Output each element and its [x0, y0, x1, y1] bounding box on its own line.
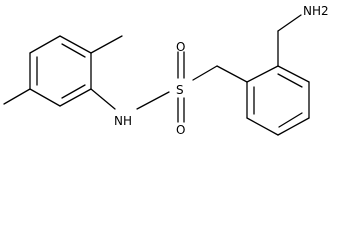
dimethylphenyl-ring	[3, 35, 123, 110]
ring-double-bond	[278, 112, 303, 128]
atom-labels: NH2 NH S O O	[114, 4, 329, 137]
n-s-bond	[136, 91, 170, 110]
sulfur-label: S	[176, 83, 184, 97]
ring-bond	[59, 35, 92, 54]
oxygen-bottom-label: O	[176, 123, 185, 137]
aryl-n-bond	[90, 88, 116, 110]
methyl-bond-left	[3, 88, 31, 105]
s-ch2-bond	[192, 65, 218, 81]
ring-bond	[277, 117, 310, 136]
sulfonamide-group	[136, 51, 248, 123]
ch2-aryl-bond	[216, 65, 248, 83]
oxygen-top-label: O	[176, 40, 185, 54]
ring-bond	[246, 117, 279, 136]
ring-double-bond	[61, 43, 86, 58]
ring-bond	[59, 88, 92, 107]
ring-bond	[29, 88, 61, 107]
sulfonamide-nh-label: NH	[114, 114, 132, 128]
ring-double-bond	[277, 73, 303, 88]
ring-bond	[29, 35, 61, 54]
structure-diagram: NH2 NH S O O	[3, 4, 329, 137]
aminomethylphenyl-ring	[246, 14, 310, 136]
amine-label: NH2	[303, 4, 329, 18]
structure-canvas: NH2 NH S O O	[3, 4, 329, 137]
methyl-bond-top	[90, 35, 123, 54]
ring-bond	[277, 65, 310, 83]
ring-double-bond	[61, 84, 86, 99]
ring-bond	[246, 65, 279, 83]
ch2-nh2-bond	[277, 14, 302, 32]
